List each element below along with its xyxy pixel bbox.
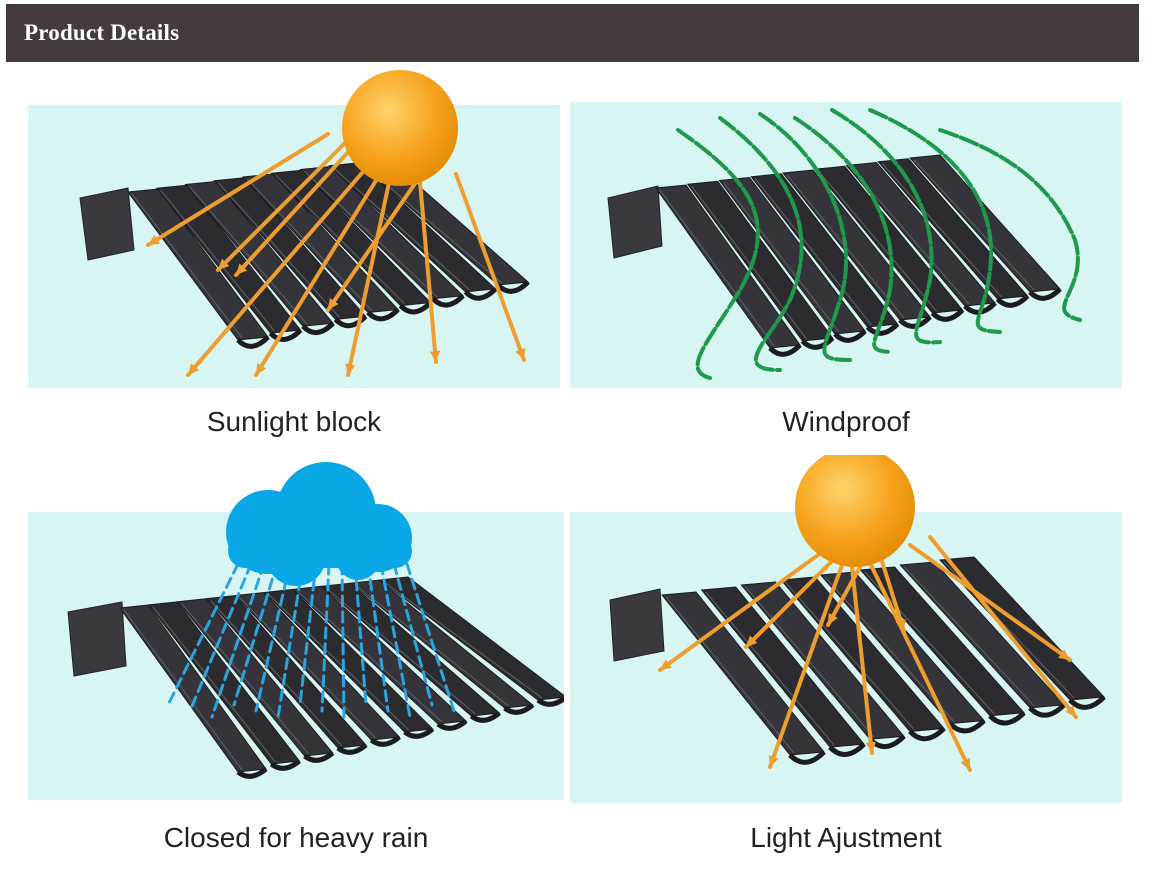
sun-ray-arrow xyxy=(908,543,1072,662)
rain-drop-line xyxy=(392,562,434,707)
wind-stream xyxy=(676,128,760,380)
louver-blade xyxy=(819,571,986,734)
sun-rays xyxy=(658,535,1078,772)
sunlight-block-illustration xyxy=(79,70,530,377)
louver-blade xyxy=(213,177,368,329)
louver-blade xyxy=(908,154,1062,301)
sun-ray-arrow xyxy=(186,164,370,377)
sun-ray-arrow xyxy=(418,180,441,364)
panel-heavy-rain xyxy=(28,460,564,800)
sun-ray-arrow xyxy=(254,172,382,377)
louver-blade xyxy=(147,601,301,771)
rain-streaks xyxy=(166,562,456,719)
louver-blade xyxy=(686,180,835,350)
rain-drop-line xyxy=(254,562,292,713)
wind-stream xyxy=(868,108,1002,334)
rain-drop-line xyxy=(210,562,266,719)
caption-heavy-rain: Closed for heavy rain xyxy=(163,822,429,853)
sun-ray-arrow xyxy=(216,138,350,272)
header-bar: Product Details xyxy=(6,4,1139,62)
louver-blade xyxy=(263,588,435,739)
wind-stream xyxy=(718,116,804,372)
wind-stream xyxy=(758,112,852,362)
panel-light-adjustment xyxy=(570,455,1122,803)
sun-ray-arrow xyxy=(345,176,392,377)
louver-blade xyxy=(655,184,802,357)
caption-sunlight-block: Sunlight block xyxy=(206,406,382,437)
sun-ray-arrow xyxy=(850,565,877,755)
rain-drop-line xyxy=(166,562,240,707)
rain-drop-line xyxy=(366,562,390,713)
louver-blade xyxy=(700,586,866,757)
sun-ray-arrow xyxy=(454,172,526,362)
louver-blade xyxy=(176,598,335,763)
rain-drop-line xyxy=(298,562,318,707)
panel-sunlight-block xyxy=(28,70,560,388)
wind-stream xyxy=(793,116,894,354)
sun-ray-arrow xyxy=(768,563,844,769)
page-title: Product Details xyxy=(24,20,180,45)
louver-blade xyxy=(750,173,900,336)
sun-ray-arrow xyxy=(868,561,972,772)
light-adjustment-illustration xyxy=(609,455,1106,772)
louver-blade xyxy=(378,576,564,707)
wind-stream xyxy=(938,128,1082,322)
sun-icon xyxy=(342,70,458,186)
sun-icon xyxy=(795,455,915,567)
sun-ray-arrow xyxy=(146,132,330,247)
louver-blade xyxy=(328,162,498,301)
louver-blade xyxy=(782,169,932,329)
louver-blade xyxy=(119,604,268,779)
louver-blade xyxy=(661,591,826,765)
caption-windproof: Windproof xyxy=(782,406,910,437)
louver-roof xyxy=(67,576,564,779)
sun-rays xyxy=(146,132,526,377)
louver-blade xyxy=(899,561,1066,718)
louver-blade xyxy=(127,188,270,349)
rain-drop-line xyxy=(188,562,253,713)
rain-drop-line xyxy=(405,562,456,713)
heavy-rain-illustration xyxy=(67,462,564,779)
sun-ray-arrow xyxy=(234,148,352,277)
sun-ray-arrow xyxy=(826,565,862,627)
rain-drop-line xyxy=(232,562,279,707)
wind-icon xyxy=(676,108,1082,380)
sun-ray-arrow xyxy=(878,553,906,633)
louver-blade xyxy=(234,592,401,747)
rain-drop-line xyxy=(379,562,412,719)
panel-windproof xyxy=(570,70,1122,388)
caption-light-adjustment: Light Ajustment xyxy=(750,822,942,853)
louver-blade xyxy=(205,595,368,755)
wind-stream xyxy=(830,108,942,345)
rain-drop-line xyxy=(276,562,305,719)
sun-ray-arrow xyxy=(744,559,834,649)
rain-cloud-icon xyxy=(226,462,412,586)
rain-drop-line xyxy=(353,562,368,707)
sun-ray-arrow xyxy=(658,553,820,672)
rain-drop-line xyxy=(320,562,331,713)
sun-ray-arrow xyxy=(928,535,1078,719)
windproof-illustration xyxy=(607,108,1082,380)
sun-ray-arrow xyxy=(326,180,418,312)
rain-drop-line xyxy=(340,562,346,719)
